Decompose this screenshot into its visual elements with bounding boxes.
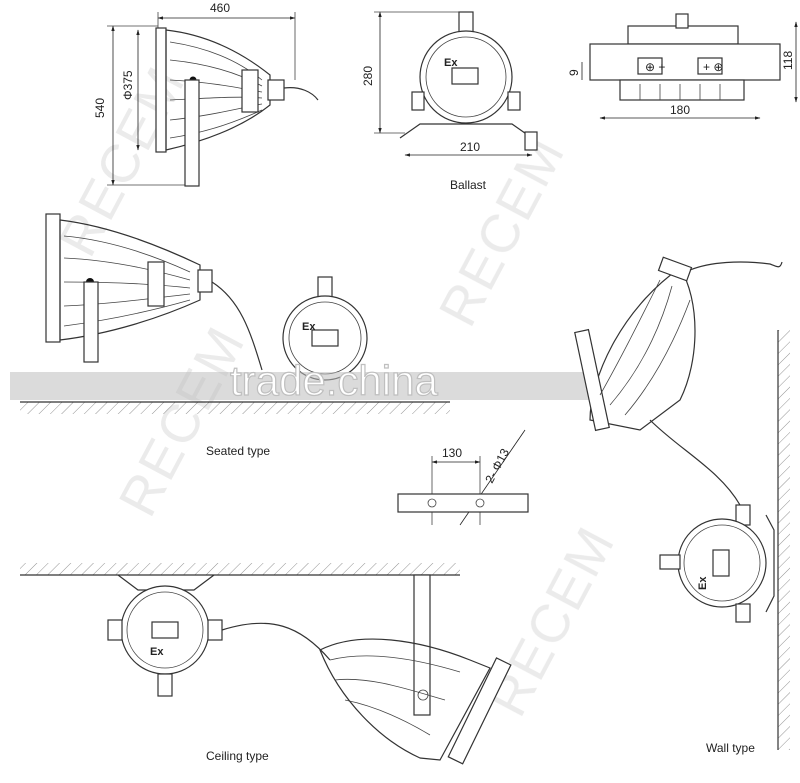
- ceiling-type-drawing: Ex Ceiling type: [20, 563, 512, 765]
- watermark-text-3: RECEM: [428, 126, 577, 335]
- fixture-side-view: 460 540 Φ375: [93, 1, 319, 187]
- dim-460-label: 460: [210, 1, 230, 15]
- dim-hole-label: 2- Φ13: [482, 446, 512, 485]
- dim-diameter-label: Φ375: [121, 70, 135, 100]
- watermark-banner: trade.china: [10, 356, 590, 405]
- wall-type-drawing: Ex Wall type: [574, 256, 790, 755]
- watermark-text-4: RECEM: [478, 516, 627, 725]
- watermark-text-2: RECEM: [108, 316, 257, 525]
- dim-118-label: 118: [781, 51, 795, 70]
- caption-wall: Wall type: [706, 741, 755, 755]
- dim-210-label: 210: [460, 140, 480, 154]
- dim-9-label: 9: [567, 69, 581, 76]
- caption-seated: Seated type: [206, 444, 270, 458]
- seated-ex-mark: Ex: [302, 321, 316, 333]
- caption-ballast: Ballast: [450, 178, 487, 192]
- svg-text:+ ⊕: + ⊕: [703, 60, 723, 74]
- bracket-detail: 130 2- Φ13: [397, 429, 529, 526]
- ballast-ex-mark: Ex: [444, 57, 458, 69]
- dim-180-label: 180: [670, 103, 690, 117]
- dim-280-label: 280: [361, 66, 375, 86]
- watermark-site-text: trade.china: [230, 357, 438, 404]
- dim-130-label: 130: [442, 446, 462, 460]
- ballast-side-view: ⊕ + + ⊕ 180 118 9: [567, 13, 798, 120]
- ceiling-ex-mark: Ex: [150, 646, 164, 658]
- wall-ex-mark: Ex: [697, 576, 709, 590]
- ballast-front-view: 280 Ex 210 Ballast: [361, 11, 538, 192]
- seated-type-drawing: Ex Seated type: [20, 213, 450, 458]
- caption-ceiling: Ceiling type: [206, 749, 269, 763]
- dim-540-label: 540: [93, 98, 107, 118]
- svg-text:⊕ +: ⊕ +: [645, 60, 665, 74]
